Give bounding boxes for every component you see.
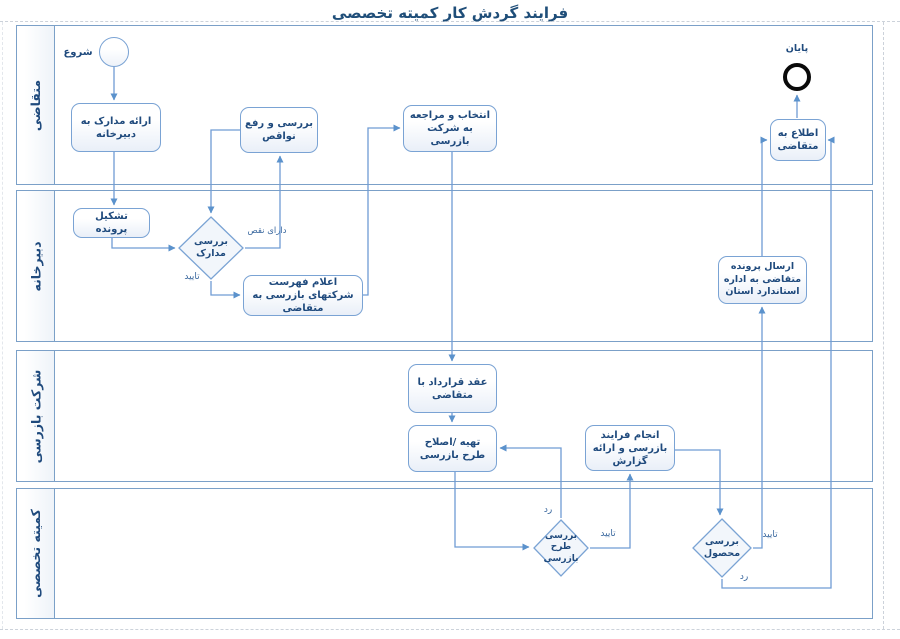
diamond-shape [533, 519, 589, 577]
task-perform-inspection: انجام فرایند بازرسی و ارائه گزارش [585, 425, 675, 471]
decision-review-docs-label: بررسی مدارک [194, 236, 228, 259]
task-announce-list: اعلام فهرست شرکتهای بازرسی به متقاضی [243, 275, 363, 316]
start-event-label: شروع [63, 47, 93, 58]
edge-label-rejected-plan: رد [543, 505, 553, 515]
edge-label-rejected-product: رد [739, 572, 749, 582]
page-border-right [883, 22, 884, 629]
decision-review-plan-label: بررسی طرح بازرسی [543, 531, 579, 564]
lane-label-text: شرکت بازرسی [28, 369, 44, 463]
task-form-file: تشکیل پرونده [73, 208, 150, 238]
task-sign-contract: عقد قرارداد با متقاضی [408, 364, 497, 413]
edge-label-approved-product: تایید [762, 530, 778, 540]
page-border-bottom [0, 629, 900, 630]
task-submit-docs: ارائه مدارک به دبیرخانه [71, 103, 161, 152]
lane-label-text: متقاضی [28, 79, 44, 131]
task-prepare-plan: تهیه /اصلاح طرح بازرسی [408, 425, 497, 472]
end-event-circle [783, 63, 811, 91]
task-send-file: ارسال پرونده متقاضی به اداره استاندارد ا… [718, 256, 807, 304]
task-inform-applicant: اطلاع به متقاضی [770, 119, 826, 161]
decision-review-product-label: بررسی محصول [703, 536, 741, 559]
lane-label-inspection-company: شرکت بازرسی [17, 351, 55, 481]
decision-review-product: بررسی محصول [692, 518, 752, 578]
lane-label-text: کمیته تخصصی [28, 509, 43, 598]
end-event-label: پایان [785, 43, 809, 54]
start-event-circle [99, 37, 129, 67]
lane-label-text: دبیرخانه [28, 241, 43, 291]
edge-label-has-defect: دارای نقص [247, 226, 287, 236]
lane-label-committee: کمیته تخصصی [17, 489, 55, 618]
page-border-left [2, 22, 3, 629]
decision-review-plan: بررسی طرح بازرسی [533, 519, 589, 577]
edge-label-approved-plan: تایید [600, 529, 616, 539]
diamond-shape [178, 216, 244, 280]
edge-label-approved-docs: تایید [184, 272, 200, 282]
task-select-company: انتخاب و مراجعه به شرکت بازرسی [403, 105, 497, 152]
task-fix-defects: بررسی و رفع نواقص [240, 107, 318, 153]
decision-review-docs: بررسی مدارک [178, 216, 244, 280]
lane-label-applicant: متقاضی [17, 26, 55, 184]
diagram-title: فرایند گردش کار کمیته تخصصی [331, 4, 569, 22]
lane-label-secretariat: دبیرخانه [17, 191, 55, 341]
